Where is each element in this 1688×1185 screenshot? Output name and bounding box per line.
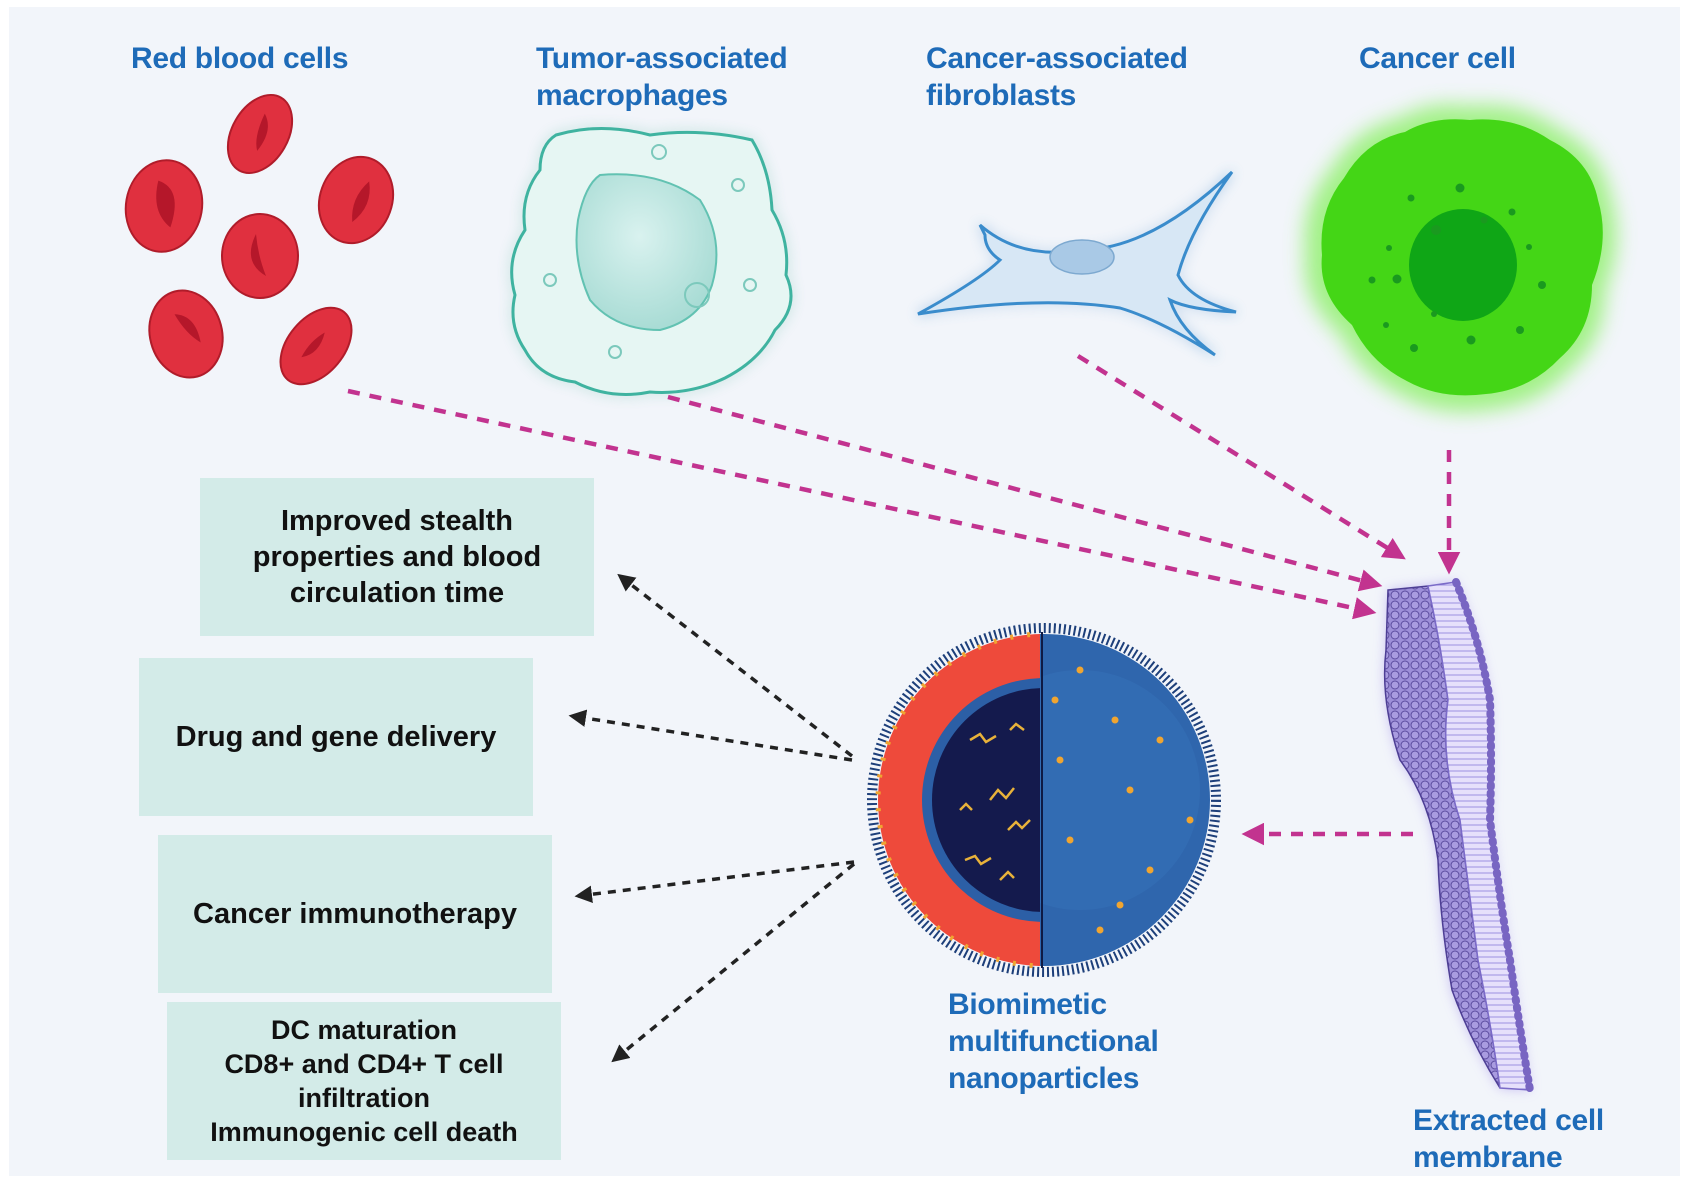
- arrow-to-delivery: [568, 709, 853, 762]
- application-drug-gene-delivery: Drug and gene delivery: [139, 658, 533, 816]
- arrow-to-immunotherapy: [574, 860, 855, 903]
- red-blood-cells-icon: [124, 94, 395, 386]
- label-macrophages: Tumor-associated macrophages: [536, 42, 788, 112]
- cell-membrane-icon: [1383, 578, 1534, 1094]
- arrow-fibroblast-to-membrane: [1076, 354, 1406, 560]
- application-stealth: Improved stealth properties and blood ci…: [200, 478, 594, 636]
- application-cancer-immunotherapy: Cancer immunotherapy: [158, 835, 552, 993]
- label-red-blood-cells: Red blood cells: [131, 42, 349, 75]
- label-nanoparticles: Biomimetic multifunctional nanoparticles: [948, 988, 1159, 1095]
- label-cell-membrane: Extracted cell membrane: [1413, 1104, 1604, 1174]
- label-cancer-cell: Cancer cell: [1359, 42, 1516, 75]
- nanoparticle-icon: [867, 623, 1221, 977]
- cancer-cell-icon: [1304, 104, 1617, 413]
- arrow-macrophage-to-membrane: [667, 394, 1383, 592]
- application-arrows: [568, 573, 856, 1063]
- label-fibroblasts: Cancer-associated fibroblasts: [926, 42, 1188, 112]
- arrow-to-dc-maturation: [611, 862, 856, 1063]
- cancer-cell-granules: [1368, 183, 1546, 352]
- arrow-to-stealth: [617, 573, 854, 758]
- macrophage-icon: [510, 127, 793, 396]
- fibroblast-icon: [917, 170, 1237, 357]
- application-immune-effects: DC maturation CD8+ and CD4+ T cell infil…: [167, 1002, 561, 1160]
- nanoparticle-core-cargo: [959, 722, 1031, 881]
- source-arrows: [347, 354, 1461, 846]
